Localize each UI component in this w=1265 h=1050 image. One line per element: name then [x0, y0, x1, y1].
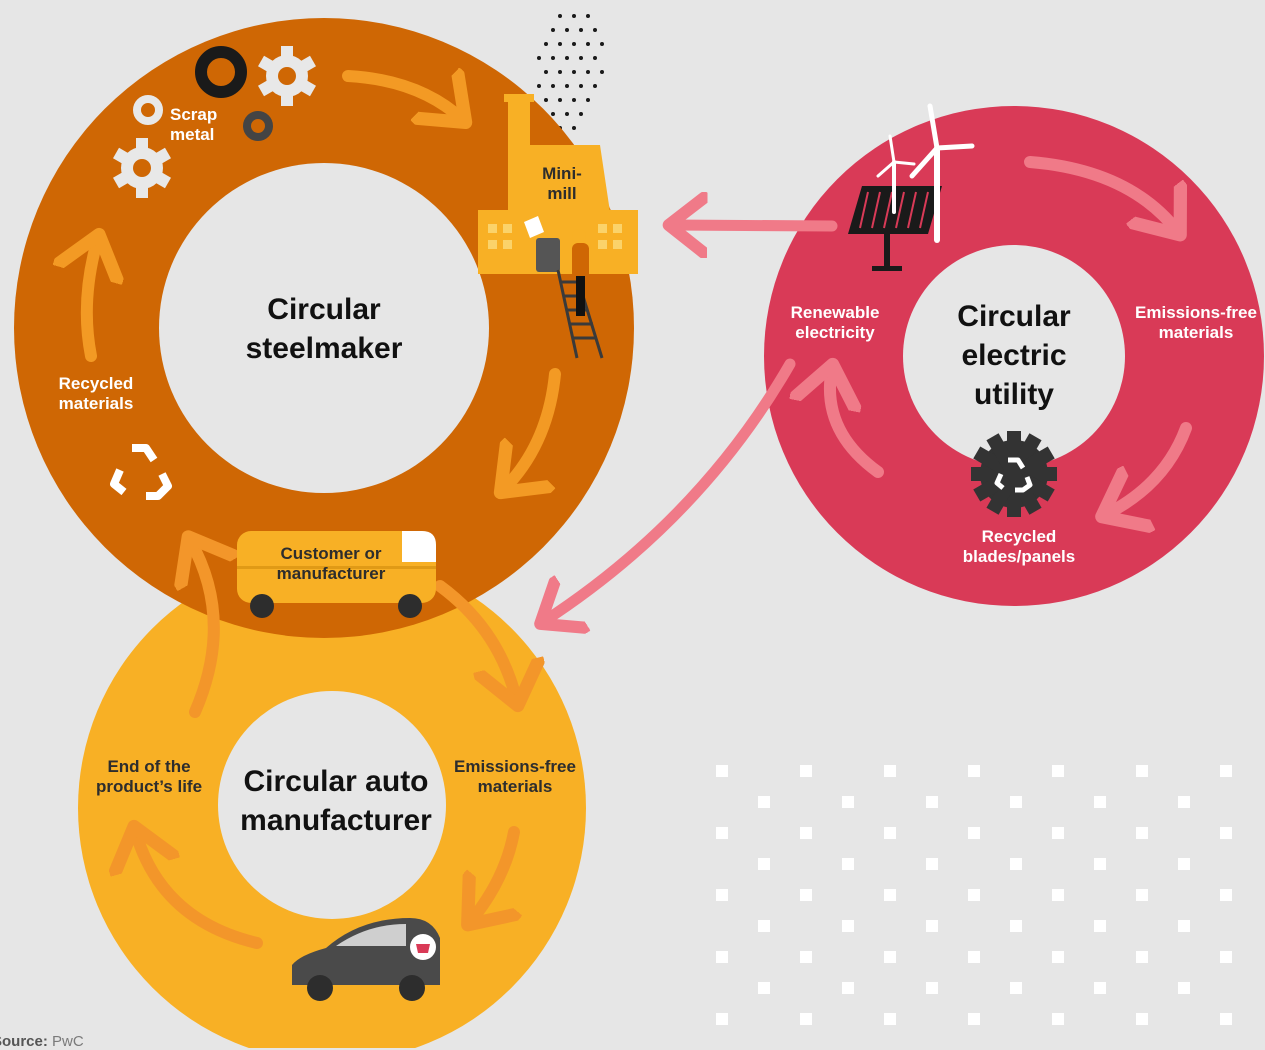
link-arrows	[543, 225, 838, 622]
arrow-car-to-end	[135, 830, 263, 949]
scrap-metal-label: Scrap metal	[170, 105, 218, 145]
steelmaker-title: Circular steelmaker	[245, 293, 403, 365]
recycle-gear-icon	[971, 431, 1057, 517]
end-of-life-label: End of the product’s life	[95, 757, 203, 797]
utility-center	[903, 245, 1125, 467]
arrow-utility-left	[830, 368, 884, 478]
arrow-scrap-to-mill	[342, 76, 463, 120]
dot-pattern-top	[537, 14, 604, 130]
recycle-icon	[110, 444, 172, 500]
electric-car-icon	[292, 918, 440, 1001]
source-note: Source: PwC	[0, 1033, 84, 1050]
utility-flow-arrows	[830, 156, 1192, 515]
minimill-label: Mini- mill	[542, 164, 582, 204]
arrow-recycled-up	[87, 238, 98, 362]
steelmaker-flow-arrows	[87, 76, 561, 490]
arrow-utility-to-steel	[672, 225, 838, 226]
arrow-utility-top	[1024, 156, 1178, 232]
arrow-utility-to-auto	[543, 358, 796, 622]
auto-flow-arrows	[135, 540, 517, 949]
arrow-utility-right	[1105, 422, 1192, 515]
auto-emissions-label: Emissions-free materials	[454, 757, 576, 797]
square-pattern-decoration	[716, 765, 1232, 1025]
utility-title: Circular electric utility	[957, 300, 1071, 411]
arrow-end-up	[190, 540, 214, 718]
utility-emissions-label: Emissions-free materials	[1135, 303, 1257, 343]
source-value: PwC	[52, 1033, 84, 1050]
auto-title: Circular auto manufacturer	[240, 765, 432, 837]
renewable-label: Renewable electricity	[790, 303, 880, 343]
gear-icon	[113, 46, 316, 198]
steel-recycled-label: Recycled materials	[58, 374, 134, 414]
auto-center	[218, 691, 446, 919]
source-label: Source:	[0, 1033, 48, 1050]
factory-icon	[478, 94, 638, 274]
van-icon	[237, 531, 436, 618]
arrow-mill-down	[503, 368, 561, 490]
arrow-customer-to-emissions	[434, 580, 517, 702]
customer-label: Customer or manufacturer	[276, 544, 386, 584]
worker-icon	[556, 229, 604, 359]
wind-turbine-icon	[876, 103, 975, 243]
steelmaker-center	[159, 163, 489, 493]
arrow-emissions-down	[470, 826, 514, 922]
utility-recycled-label: Recycled blades/panels	[962, 527, 1076, 567]
